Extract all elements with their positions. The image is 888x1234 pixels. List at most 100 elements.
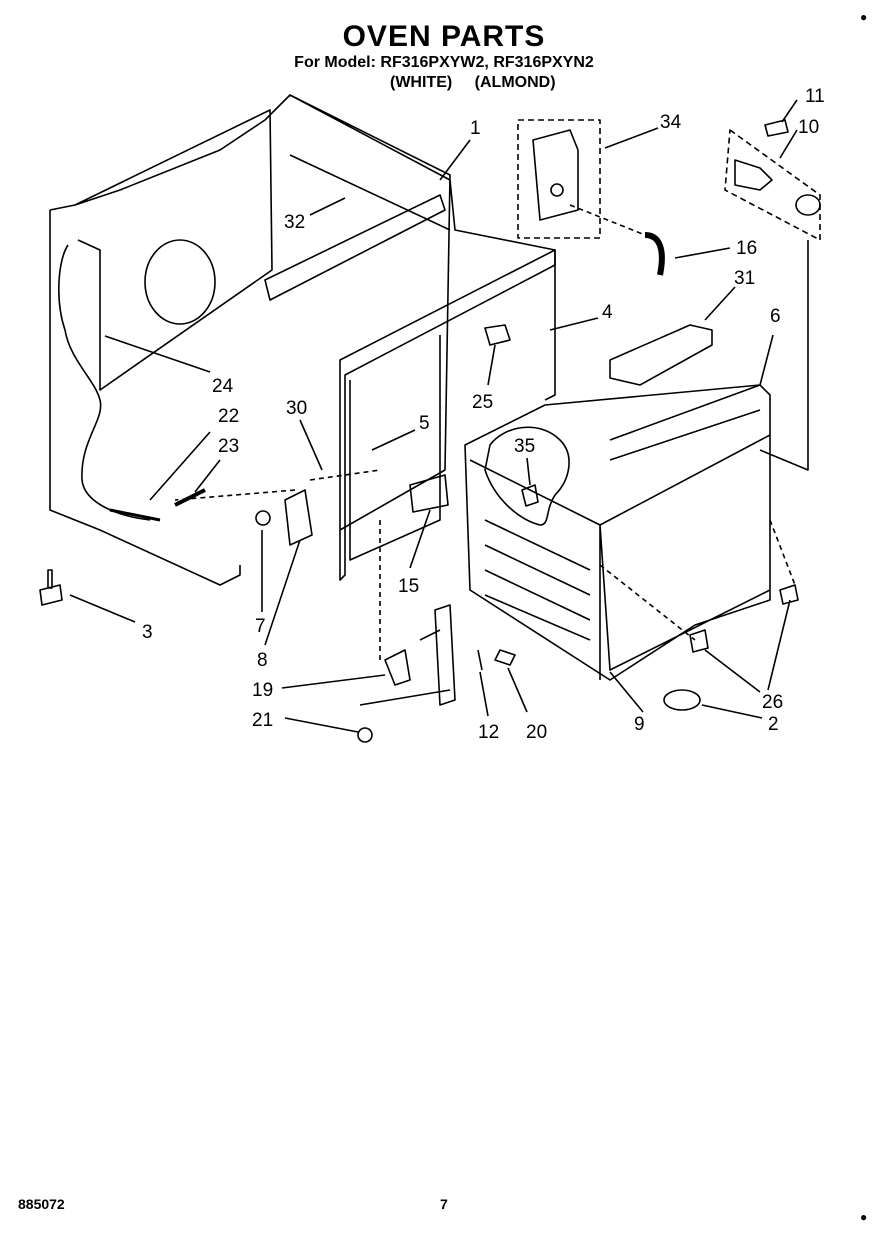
callout-21: 21	[252, 710, 273, 731]
callout-1: 1	[470, 118, 481, 139]
screw-20	[494, 649, 516, 666]
callout-32: 32	[284, 212, 305, 233]
callout-10: 10	[798, 117, 819, 138]
valve-leader-line	[759, 240, 809, 471]
arrow-24	[104, 335, 211, 373]
callout-31: 31	[734, 268, 755, 289]
cross-brace	[264, 154, 451, 301]
bracket-hole	[550, 183, 564, 197]
arrow-8	[264, 539, 301, 646]
callout-25: 25	[472, 392, 493, 413]
callout-9: 9	[634, 714, 645, 735]
rear-opening	[144, 239, 216, 325]
callout-34: 34	[660, 112, 682, 133]
arrow-20	[507, 667, 528, 713]
color-almond-label: (ALMOND)	[474, 74, 556, 91]
callout-12: 12	[478, 722, 499, 743]
arrow-21	[284, 717, 359, 733]
arrow-10	[779, 129, 798, 159]
callout-35: 35	[514, 436, 535, 457]
model-line: For Model: RF316PXYW2, RF316PXYN2	[294, 54, 594, 71]
bracket-34	[532, 129, 579, 221]
arrow-23	[194, 459, 221, 493]
arrow-26a	[767, 599, 791, 691]
callout-22: 22	[218, 406, 239, 427]
page-number: 7	[440, 1196, 448, 1212]
callout-16: 16	[736, 238, 757, 259]
hose-16	[644, 232, 665, 276]
liner-cutaway	[484, 426, 570, 526]
arrow-16	[674, 247, 731, 259]
arrow-21b	[359, 689, 451, 706]
callout-15: 15	[398, 576, 419, 597]
front-face-frame	[339, 249, 556, 581]
leveling-leg-3	[39, 569, 63, 606]
nut-21	[357, 727, 373, 743]
spring-12	[477, 649, 483, 671]
arrow-1	[439, 139, 471, 181]
document-number: 885072	[18, 1196, 65, 1212]
arrow-5	[371, 429, 416, 451]
arrow-11	[781, 99, 798, 123]
ignitor-31	[609, 324, 713, 386]
part-35	[521, 484, 539, 507]
latch-bracket	[384, 604, 456, 706]
callout-26: 26	[762, 692, 783, 713]
valve-10	[734, 159, 773, 191]
arrow-12	[479, 671, 489, 717]
dashed-connectors	[174, 204, 796, 660]
part-11	[764, 119, 789, 137]
arrow-25	[487, 344, 496, 386]
arrow-31	[704, 286, 736, 321]
arrow-19	[281, 674, 386, 689]
liner-ribs	[484, 519, 591, 641]
arrow-32	[309, 197, 346, 216]
part-25	[484, 324, 511, 346]
burner-tube	[609, 384, 761, 461]
bracket-assembly-outline	[517, 119, 601, 239]
valve-assembly-outline	[724, 129, 821, 241]
registration-mark-bottom: ●	[860, 1210, 868, 1224]
page-title: OVEN PARTS	[342, 20, 546, 53]
arrow-15	[409, 509, 431, 569]
arrow-26b	[704, 649, 761, 693]
callout-5: 5	[419, 413, 430, 434]
arrow-9	[609, 671, 644, 713]
valve-knob	[795, 194, 821, 216]
washer-7	[255, 510, 271, 526]
callout-24: 24	[212, 376, 234, 397]
wire-harness	[58, 244, 151, 521]
callout-arrows	[69, 99, 798, 733]
registration-mark-top: ●	[860, 10, 868, 24]
callout-4: 4	[602, 302, 613, 323]
pin-23	[174, 488, 206, 507]
arrow-6	[759, 334, 774, 386]
callout-8: 8	[257, 650, 268, 671]
clip-26a	[689, 629, 709, 653]
clip-26b	[779, 584, 799, 605]
oven-liner	[464, 384, 771, 681]
color-white-label: (WHITE)	[390, 74, 453, 91]
callout-6: 6	[770, 306, 781, 327]
oven-chassis	[49, 94, 556, 586]
sensor-22	[109, 508, 161, 522]
arrow-35	[526, 457, 531, 486]
callout-23: 23	[218, 436, 239, 457]
color-variants: (WHITE) (ALMOND)	[390, 74, 574, 92]
callout-30: 30	[286, 398, 307, 419]
arrow-3	[69, 594, 136, 623]
foot-2	[663, 689, 701, 711]
arrow-2	[701, 704, 763, 719]
callout-3: 3	[142, 622, 153, 643]
callout-2: 2	[768, 714, 779, 735]
part-15	[409, 474, 449, 513]
arrow-30	[299, 419, 323, 471]
arrow-4	[549, 317, 599, 331]
parts-drawing	[39, 94, 821, 743]
callout-numbers: 1 34 11 10 16 31 32 4 6 24 25 22 30 5 23…	[142, 86, 825, 743]
callout-20: 20	[526, 722, 547, 743]
callout-7: 7	[255, 616, 266, 637]
arrow-22	[149, 431, 211, 501]
callout-11: 11	[805, 86, 825, 107]
